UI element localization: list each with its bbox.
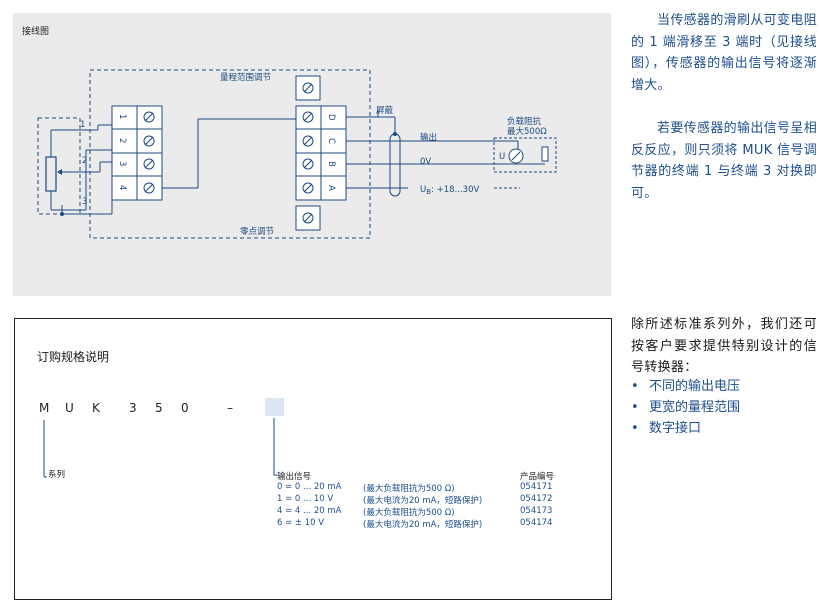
bullet-icon: •: [631, 379, 639, 394]
description-paragraph-1: 当传感器的滑刷从可变电阻的 1 端滑移至 3 端时（见接线图），传感器的输出信号…: [631, 13, 817, 93]
list-item: •更宽的量程范围: [631, 397, 740, 418]
output-code-placeholder: [265, 398, 284, 416]
output-note-3: (最大电流为20 mA，短路保护): [363, 520, 483, 530]
load-label-2: 最大500Ω: [507, 126, 547, 137]
product-number-header: 产品编号: [520, 472, 555, 482]
feature-list: •不同的输出电压 •更宽的量程范围 •数字接口: [631, 376, 740, 439]
code-char-5: 5: [155, 401, 163, 415]
pot-pin-2: 2: [82, 156, 87, 166]
right-terminal-d: D: [326, 114, 336, 121]
meter-u-label: U: [499, 152, 505, 162]
load-label-1: 负载阻抗: [507, 116, 542, 127]
left-terminal-4: 4: [117, 185, 127, 190]
output-signal-3: 6 = ± 10 V: [277, 518, 325, 528]
wiring-diagram-title: 接线图: [22, 27, 50, 37]
right-terminal-c: C: [326, 138, 336, 144]
product-code-3: 054174: [520, 518, 553, 528]
series-label: 系列: [48, 470, 66, 480]
load-resistor: [541, 146, 549, 162]
output-signal-0: 0 = 0 ... 20 mA: [277, 482, 342, 492]
code-char-0: 0: [181, 401, 189, 415]
code-char-u: U: [65, 401, 74, 415]
potentiometer-resistor: [45, 156, 57, 192]
bullet-icon: •: [631, 421, 639, 436]
zero-adjust-label: 零点调节: [240, 227, 275, 237]
left-terminal-2: 2: [117, 138, 127, 143]
output-note-0: (最大负载阻抗为500 Ω): [363, 484, 455, 494]
output-label: 输出: [420, 132, 437, 143]
output-signal-header: 输出信号: [277, 472, 312, 482]
zero-volt-label: 0V: [420, 157, 431, 167]
wiring-diagram: 1 2 3 1 2 3 4 量程范围调节 D C B A 零点调节: [37, 69, 557, 239]
code-char-k: K: [92, 401, 100, 415]
product-code-1: 054172: [520, 494, 553, 504]
code-char-m: M: [39, 401, 50, 415]
pot-pin-1: 1: [80, 120, 85, 130]
load-enclosure: [493, 137, 557, 173]
shield-label: 屏蔽: [376, 105, 394, 116]
output-signal-1: 1 = 0 ... 10 V: [277, 494, 334, 504]
pot-pin-3: 3: [82, 197, 87, 207]
range-adjust-label: 量程范围调节: [220, 72, 272, 83]
description-paragraph-3: 除所述标准系列外，我们还可按客户要求提供特别设计的信号转换器：: [631, 317, 817, 375]
list-item: •不同的输出电压: [631, 376, 740, 397]
right-terminal-a: A: [326, 185, 336, 191]
right-terminal-b: B: [326, 161, 336, 167]
code-dash: –: [227, 401, 233, 415]
output-signal-2: 4 = 4 ... 20 mA: [277, 506, 342, 516]
list-item: •数字接口: [631, 418, 740, 439]
left-terminal-3: 3: [117, 161, 127, 166]
screw-icon: [143, 111, 155, 194]
description-paragraph-2: 若要传感器的输出信号呈相反反应，则只须将 MUK 信号调节器的终端 1 与终端 …: [631, 121, 817, 201]
left-terminal-1: 1: [117, 114, 127, 119]
output-note-1: (最大电流为20 mA，短路保护): [363, 496, 483, 506]
product-code-2: 054173: [520, 506, 553, 516]
bullet-icon: •: [631, 400, 639, 415]
code-leader-lines: [43, 418, 277, 478]
order-specification-box: 订购规格说明 M U K 3 5 0 – 系列 输出信号 产品编号 0 = 0 …: [14, 318, 612, 600]
potentiometer-enclosure: [37, 117, 81, 215]
cable-shield: [389, 133, 401, 197]
output-note-2: (最大负载阻抗为500 Ω): [363, 508, 455, 518]
converter-enclosure: [89, 69, 371, 239]
supply-label: UB: +18...30V: [420, 185, 479, 196]
order-title: 订购规格说明: [37, 350, 110, 364]
product-code-0: 054171: [520, 482, 553, 492]
code-char-3: 3: [129, 401, 137, 415]
